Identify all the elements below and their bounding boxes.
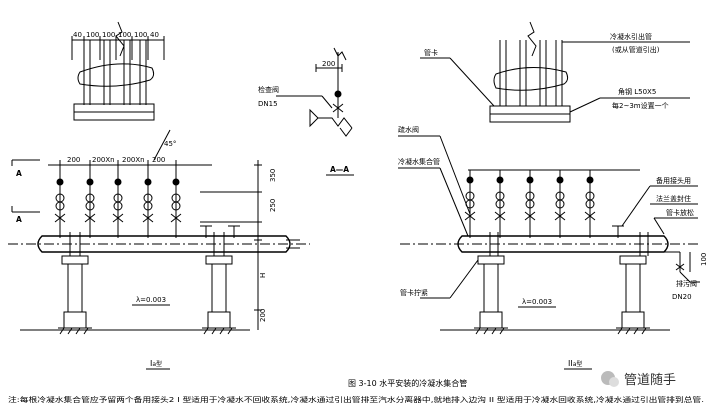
right-dim-100: 100 [700,253,708,266]
top-dim-4: 100 [118,31,131,39]
header-label: 冷凝水集合管 [398,157,440,166]
drain-valve-label: 疏水阀 [398,125,419,134]
branch-dim-4: 200 [152,156,165,164]
footnote: 注:每根冷凝水集合管应予留两个备用接头2 I 型适用于冷凝水不回收系统,冷凝水通… [8,395,704,404]
check-valve-size: DN15 [258,100,278,108]
section-view: 200 检查阀 DN15 A—A [258,47,354,176]
section-dim-200: 200 [322,60,335,68]
branch-drops [54,170,182,238]
blowdown-label: 排污阀 [676,279,697,288]
angle-steel-label: 角钢 L50X5 [618,87,656,96]
angle-label: 45° [164,140,176,148]
spare-joint-label: 备用接头用 [656,176,691,185]
right-branch-drops [464,170,596,238]
left-slope: λ=0.003 [136,296,166,304]
top-dim-2: 100 [86,31,99,39]
right-type-label: IIa型 [568,359,582,368]
top-dim-5: 100 [134,31,147,39]
watermark: 管道随手 [601,371,676,388]
branch-dim-1: 200 [67,156,80,164]
right-dim-200: 200 [259,309,267,322]
blowdown-size: DN20 [672,293,692,301]
left-view: 40 100 100 100 100 40 45° 200 200Xn 2 [8,21,310,370]
pipe-clamp-label: 管卡 [424,48,438,57]
section-mark-a-bottom: A [16,215,22,224]
flange-cover-label: 法兰盖封住 [656,194,691,203]
outlet-pipe-label: 冷凝水引出管 [610,32,652,41]
right-dim-h: H [259,273,267,278]
angle-steel-note: 每2~3m设置一个 [612,101,669,110]
top-dim-6: 40 [150,31,159,39]
check-valve-label: 检查阀 [258,85,279,94]
section-title: A—A [330,165,349,174]
right-slope: λ=0.003 [522,298,552,306]
branch-dim-2: 200Xn [92,156,115,164]
top-dim-3: 100 [102,31,115,39]
watermark-text: 管道随手 [624,373,676,388]
figure-caption: 图 3-10 水平安装的冷凝水集合管 [348,378,467,388]
right-view: 冷凝水引出管 (或从管道引出) 管卡 角钢 L50X5 每2~3m设置一个 疏水… [398,21,708,370]
left-type-label: Ia型 [150,359,162,368]
right-dim-350: 350 [269,169,277,182]
outlet-pipe-note: (或从管道引出) [612,45,660,54]
section-mark-a-top: A [16,169,22,178]
clamp-tighten-label: 管卡拧紧 [400,288,428,297]
clamp-bolt-label: 管卡放松 [666,208,694,217]
top-dim-1: 40 [73,31,82,39]
right-dim-250: 250 [269,199,277,212]
branch-dim-3: 200Xn [122,156,145,164]
